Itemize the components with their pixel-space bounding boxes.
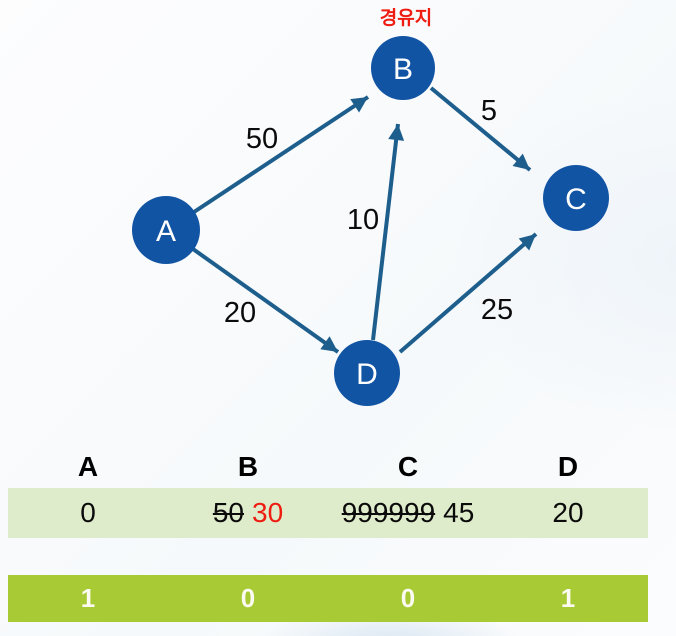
visited-cell-d: 1	[560, 583, 576, 613]
distance-c-old-value: 999999	[341, 497, 436, 528]
edge-weight-d-c: 25	[481, 294, 513, 326]
distance-cell-c: 999999 45	[328, 488, 488, 538]
edge-a-d: 20	[191, 247, 340, 354]
visited-row: 1 0 0 1	[8, 575, 648, 622]
distance-b-old-value: 50	[212, 497, 244, 528]
distance-cell-b: 50 30	[168, 488, 328, 538]
node-a: A	[132, 196, 200, 264]
table-header-a: A	[77, 451, 99, 482]
edge-a-b: 50	[192, 95, 370, 214]
node-c: C	[543, 165, 609, 231]
distance-c-new-value: 45	[443, 497, 475, 528]
visited-cell-b: 0	[240, 583, 256, 613]
distance-a-value: 0	[80, 497, 96, 528]
graph-diagram: 경유지 50 20 5 10 25 A B	[132, 7, 609, 406]
edge-weight-a-d: 20	[224, 297, 256, 329]
table-header-row: A B C D	[8, 450, 648, 484]
node-a-label: A	[156, 215, 176, 248]
table-header-c: C	[397, 451, 419, 482]
distance-b-new-value: 30	[252, 497, 284, 528]
node-d: D	[334, 340, 400, 406]
table-header-d: D	[557, 451, 579, 482]
edge-weight-a-b: 50	[246, 123, 278, 155]
edge-d-c: 25	[398, 232, 538, 354]
edge-weight-d-b: 10	[347, 204, 379, 236]
edge-d-b: 10	[347, 123, 405, 341]
visited-cell-c: 0	[400, 583, 416, 613]
distance-cell-d: 20	[488, 488, 648, 538]
via-annotation: 경유지	[380, 7, 432, 29]
table-header-b: B	[237, 451, 259, 482]
distance-cell-a: 0	[8, 488, 168, 538]
distance-d-value: 20	[552, 497, 584, 528]
node-d-label: D	[356, 358, 378, 391]
edge-weight-b-c: 5	[481, 95, 497, 127]
edge-b-c: 5	[429, 86, 532, 172]
node-c-label: C	[565, 183, 587, 216]
node-b-label: B	[393, 53, 413, 86]
node-b: B	[371, 36, 435, 100]
visited-cell-a: 1	[80, 583, 96, 613]
distance-row: 0 50 30 999999 45 20	[8, 488, 648, 538]
